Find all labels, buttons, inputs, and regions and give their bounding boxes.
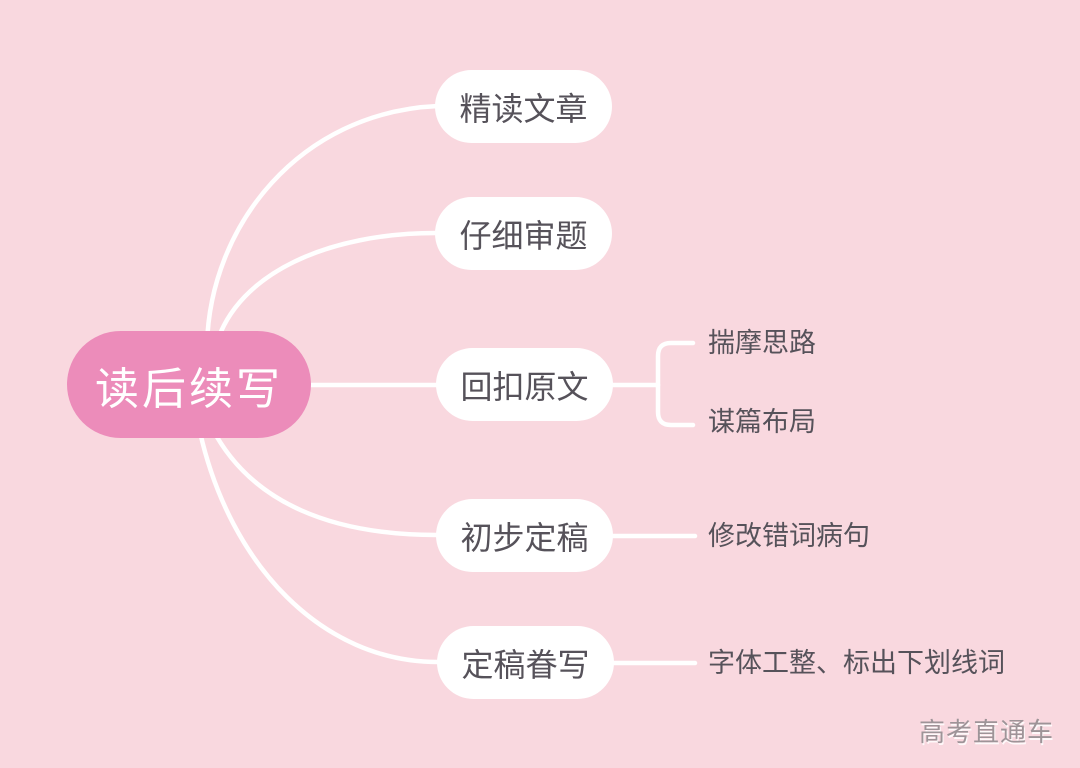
leaf-label-neat-handwriting: 字体工整、标出下划线词	[708, 648, 1005, 678]
connector-root-to-close-reading	[204, 103, 441, 348]
root-node-label: 读后续写	[95, 364, 283, 414]
watermark-logo-text: 高考直通车	[918, 717, 1054, 747]
connector-root-to-first-draft	[209, 425, 440, 538]
connector-root-to-final-transcription	[197, 429, 441, 665]
branch-node-examine-question: 仔细审题	[435, 197, 612, 270]
leaf-label-fix-errors: 修改错词病句	[708, 521, 870, 551]
branch-node-first-draft: 初步定稿	[436, 499, 613, 572]
leaf-label-ponder-ideas: 揣摩思路	[708, 328, 816, 358]
branch-node-label: 仔细审题	[459, 217, 588, 254]
branch-node-label: 初步定稿	[460, 519, 589, 556]
branch-node-echo-original: 回扣原文	[436, 348, 613, 421]
branch-node-final-transcription: 定稿眷写	[437, 626, 614, 699]
branch-node-label: 定稿眷写	[461, 646, 590, 683]
branch-node-close-reading: 精读文章	[435, 70, 612, 143]
connector-root-to-examine-question	[213, 230, 439, 348]
root-node: 读后续写	[67, 331, 311, 438]
branch-node-label: 回扣原文	[460, 368, 589, 405]
leaf-label-plan-layout: 谋篇布局	[708, 407, 816, 437]
branch-node-label: 精读文章	[459, 90, 588, 127]
bracket-echo-original-children	[655, 340, 696, 428]
